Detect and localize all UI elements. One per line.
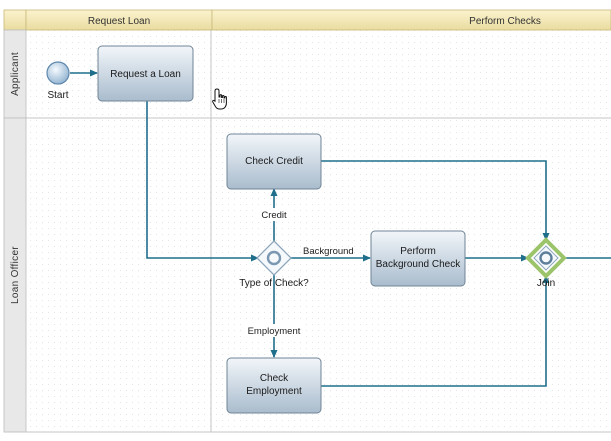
task-check-credit[interactable]: Check Credit <box>226 133 322 190</box>
task-background-check[interactable]: Perform Background Check <box>370 230 466 287</box>
join-inner-diamond <box>533 245 559 271</box>
task-check-employment[interactable]: Check Employment <box>226 357 322 414</box>
phase-header: Request Loan Perform Checks <box>3 9 611 31</box>
task-check-credit-label: Check Credit <box>245 156 303 167</box>
phase-header-perform-checks[interactable] <box>211 9 611 31</box>
edge-label-credit: Credit <box>261 210 287 221</box>
hand-pointer-icon <box>212 88 227 110</box>
join-label: Join <box>537 278 555 289</box>
task-check-employment-label-line-1: Check <box>260 373 289 384</box>
gateway-label: Type of Check? <box>239 278 309 289</box>
phase-label-perform-checks: Perform Checks <box>469 16 541 27</box>
gateway-diamond[interactable] <box>256 240 292 276</box>
lane-label-applicant: Applicant <box>10 52 21 96</box>
flow-employment-to-join[interactable] <box>321 275 550 387</box>
task-background-check-label-line-1: Perform <box>400 246 436 257</box>
gateway-circle-icon <box>266 250 282 266</box>
start-event[interactable]: Start <box>46 61 70 101</box>
task-background-check-label-line-2: Background Check <box>376 259 461 270</box>
task-request-loan-label: Request a Loan <box>110 69 181 80</box>
lane-label-loan-officer: Loan Officer <box>10 246 21 304</box>
gateway-join[interactable]: Join <box>525 237 567 289</box>
flow-credit-to-join[interactable] <box>321 160 550 241</box>
start-event-label: Start <box>47 90 68 101</box>
edge-labels: Credit Background Employment <box>243 208 354 337</box>
task-request-loan-box[interactable] <box>97 45 194 102</box>
task-check-employment-label-line-2: Employment <box>246 386 302 397</box>
flow-request-to-gateway[interactable] <box>146 101 259 262</box>
edge-label-employment: Employment <box>248 326 301 337</box>
task-background-check-box[interactable] <box>370 230 466 287</box>
edge-label-credit-bg <box>258 208 291 221</box>
task-request-loan[interactable]: Request a Loan <box>97 45 194 102</box>
header-corner <box>3 9 27 31</box>
task-check-employment-box[interactable] <box>226 357 322 414</box>
edge-label-employment-bg <box>243 324 305 337</box>
join-circle-icon <box>539 251 553 265</box>
phase-label-request-loan: Request Loan <box>88 16 150 27</box>
task-check-credit-box[interactable] <box>226 133 322 190</box>
start-event-circle[interactable] <box>46 61 70 85</box>
edge-label-background: Background <box>303 246 354 257</box>
swimlanes: Applicant Loan Officer <box>3 29 27 433</box>
gateway-type-of-check[interactable]: Type of Check? <box>239 240 309 289</box>
sequence-flows <box>70 69 611 387</box>
